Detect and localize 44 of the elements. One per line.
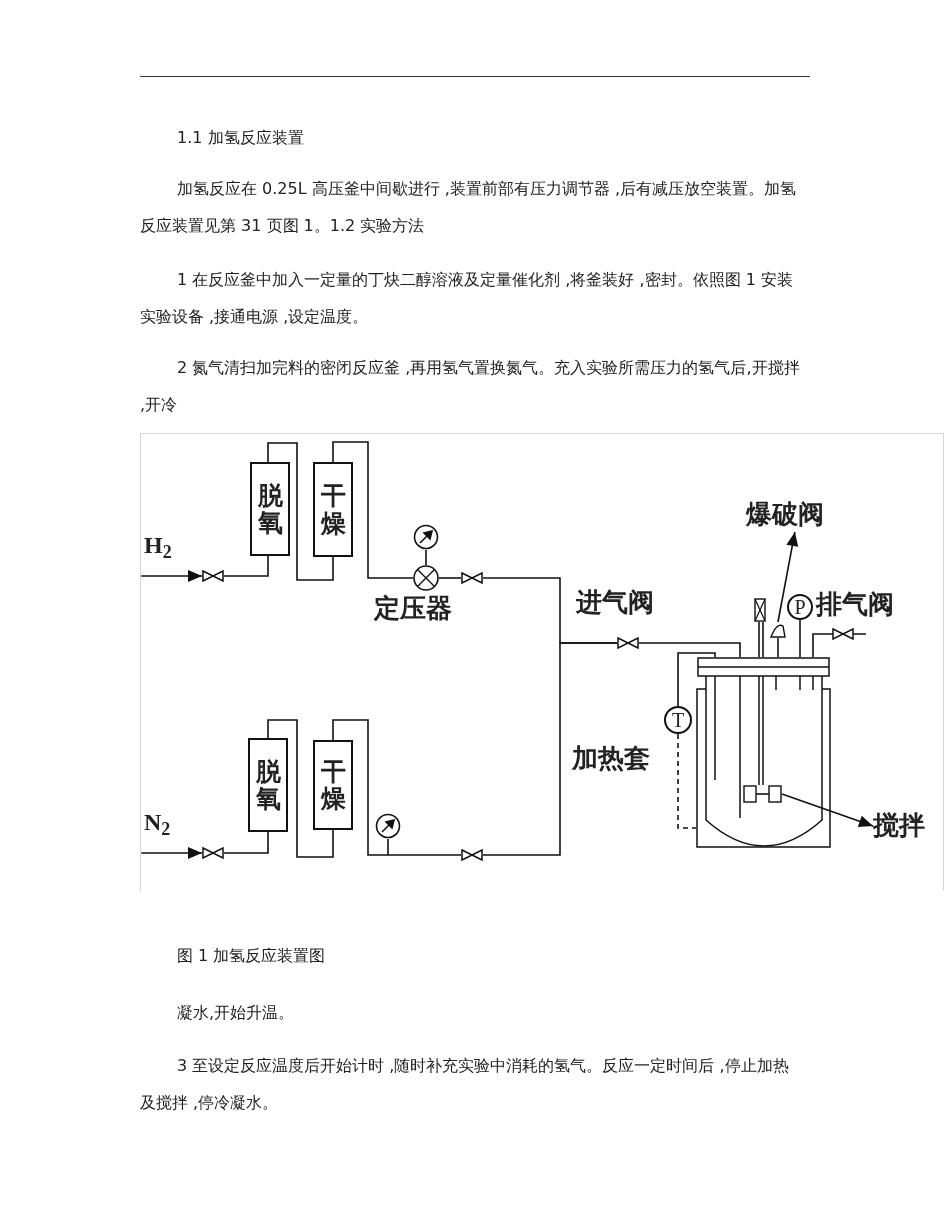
arrow xyxy=(777,531,799,623)
purifier-column: 脱氧 xyxy=(248,738,288,832)
valve-symbol xyxy=(202,847,224,859)
pipe-line xyxy=(267,719,334,858)
valve-label: 排气阀 xyxy=(816,592,894,618)
stirrer-paddle xyxy=(743,785,782,803)
purifier-column: 脱氧 xyxy=(250,462,290,556)
pipe-line xyxy=(223,831,269,854)
pipe-line xyxy=(638,642,741,658)
purifier-column: 干燥 xyxy=(313,462,353,557)
arrow xyxy=(781,793,874,827)
pipe-line xyxy=(332,441,414,579)
pipe-line xyxy=(482,642,618,856)
pipe-line xyxy=(223,555,269,577)
burst-valve-symbol xyxy=(770,622,786,638)
valve-symbol xyxy=(461,849,483,861)
valve-symbol xyxy=(461,572,483,584)
pipe-line xyxy=(332,719,462,856)
pipe-line xyxy=(267,442,334,581)
text-line: 1.1 加氢反应装置 xyxy=(177,127,305,149)
temperature-gauge: T xyxy=(664,706,692,734)
arrow xyxy=(140,570,203,582)
reactor-vessel xyxy=(696,657,831,848)
valve-label: 进气阀 xyxy=(576,590,654,616)
pipe-line xyxy=(777,637,779,658)
paragraph: 3 至设定反应温度后开始计时 ,随时补充实验中消耗的氢气。反应一定时间后 ,停止加热及搅拌 ,停冷凝水。 xyxy=(140,1055,790,1114)
regulator-label: 定压器 xyxy=(374,596,452,622)
valve-symbol xyxy=(202,570,224,582)
paragraph: 2 氮气清扫加完料的密闭反应釜 ,再用氢气置换氮气。充入实验所需压力的氢气后,开搅拌 ,开冷 xyxy=(140,357,800,416)
text-line: 凝水,开始升温。 xyxy=(177,1002,296,1024)
heating-jacket-label: 加热套 xyxy=(572,746,650,772)
pipe-line xyxy=(438,577,462,579)
valve-symbol xyxy=(617,637,639,649)
gas-inlet-label: N$_{2}$ xyxy=(140,810,182,853)
callout-label: 搅拌 xyxy=(873,808,943,844)
figure-caption: 图 1 加氢反应装置图 xyxy=(177,945,326,967)
arrow xyxy=(140,847,203,859)
paragraph: 加氢反应在 0.25L 高压釜中间歇进行 ,装置前部有压力调节器 ,后有减压放空装置。加氢反应装置见第 31 页图 1。1.2 实验方法 xyxy=(140,178,798,237)
paragraph: 1 在反应釜中加入一定量的丁炔二醇溶液及定量催化剂 ,将釜装好 ,密封。依照图 1 安装实验设备 ,接通电源 ,设定温度。 xyxy=(140,269,794,328)
callout-label: 爆破阀 xyxy=(746,497,850,532)
pressure-gauge: P xyxy=(787,594,813,620)
pressure-regulator-symbol xyxy=(413,565,439,591)
purifier-column: 干燥 xyxy=(313,740,353,830)
gas-inlet-label: H$_{2}$ xyxy=(140,533,182,576)
